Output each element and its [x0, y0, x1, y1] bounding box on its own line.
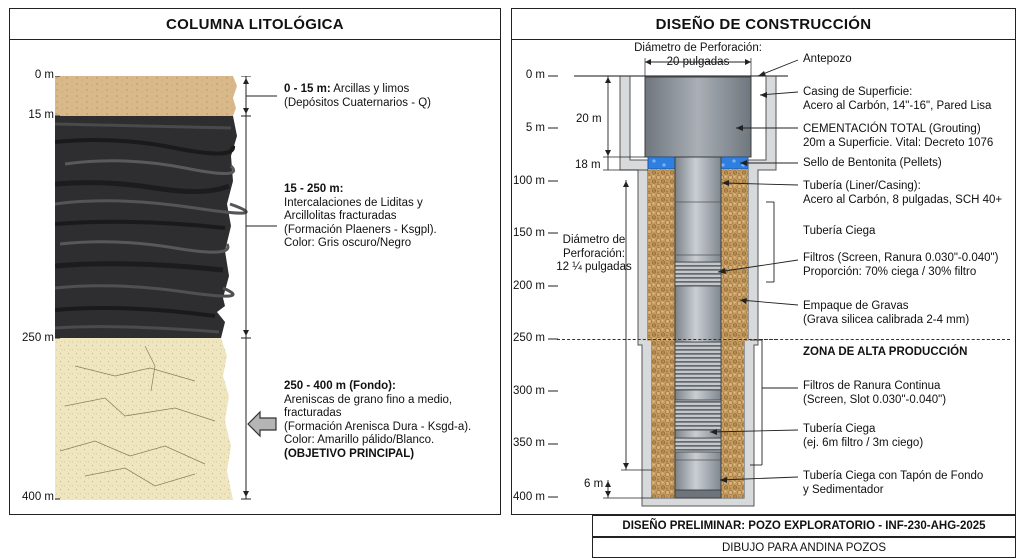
depth-label-0: 0 m [34, 69, 54, 81]
callout-line: Tubería (Liner/Casing): [803, 180, 921, 192]
layer-clay-line: (Depósitos Cuaternarios - Q) [284, 96, 431, 109]
callout-line: Filtros de Ranura Continua [803, 380, 941, 392]
callout-leaders [709, 59, 799, 483]
layer-shale-text: 15 - 250 m: Intercalaciones de Liditas y… [284, 183, 437, 251]
cdepth-150: 150 m [513, 227, 545, 239]
layer-shale-line: Color: Gris oscuro/Negro [284, 237, 412, 249]
screen-section-1 [674, 261, 722, 287]
callout-line: CEMENTACIÓN TOTAL (Grouting) [803, 123, 981, 135]
callout-line: Acero al Carbón, 14"-16", Pared Lisa [803, 99, 992, 112]
screen-section-4 [674, 437, 722, 453]
depth-label-400: 400 m [22, 491, 54, 503]
cdepth-5: 5 m [525, 122, 545, 134]
layer-clay-range: 0 - 15 m: [284, 83, 331, 95]
cdepth-300: 300 m [513, 385, 545, 397]
callout-line: Proporción: 70% ciega / 30% filtro [803, 265, 977, 278]
top-diameter-label: Diámetro de Perforación: 20 pulgadas [628, 42, 768, 69]
callout-line: (Grava silicea calibrada 2-4 mm) [803, 313, 970, 326]
callout-blank-pipe-2: Tubería Ciega (ej. 6m filtro / 3m ciego) [803, 423, 923, 450]
shale-layer [55, 116, 248, 338]
dim-6m: 6 m [584, 478, 604, 490]
callout-screens: Filtros (Screen, Ranura 0.030"-0.040") P… [803, 252, 998, 279]
well-schematic [548, 58, 788, 507]
footer-subtitle: DIBUJO PARA ANDINA POZOS [592, 537, 1016, 558]
production-zone-line [557, 339, 777, 340]
callout-line: Tubería Ciega [803, 225, 876, 237]
sandstone-layer [55, 338, 233, 500]
cdepth-250: 250 m [513, 332, 545, 344]
bore-diameter-line: Diámetro de [562, 234, 626, 246]
screen-section-3 [674, 399, 722, 431]
callout-blank-pipe: Tubería Ciega [803, 225, 875, 239]
cdepth-0: 0 m [525, 69, 545, 81]
layer-clay-text: 0 - 15 m: Arcillas y limos (Depósitos Cu… [284, 83, 431, 110]
callout-line: Tubería Ciega [803, 423, 876, 435]
production-zone-line-right [760, 339, 1010, 340]
layer-shale-range: 15 - 250 m: [284, 183, 344, 195]
bore-diameter-line: 12 ¼ pulgadas [556, 261, 632, 273]
bottom-plug [674, 489, 722, 499]
layer-sandstone-line: Areniscas de grano fino a medio, [284, 393, 453, 406]
callout-bottom-plug: Tubería Ciega con Tapón de Fondo y Sedim… [803, 470, 983, 497]
cdepth-350: 350 m [513, 437, 545, 449]
callout-line: Empaque de Gravas [803, 300, 909, 312]
callout-line: Casing de Superficie: [803, 86, 913, 98]
clay-layer [55, 76, 237, 116]
top-diameter-line: Diámetro de Perforación: [634, 42, 762, 54]
callout-line: (Screen, Slot 0.030"-0.040") [803, 393, 947, 406]
depth-label-250: 250 m [22, 332, 54, 344]
surface-casing [644, 76, 752, 158]
callout-line: Antepozo [803, 53, 852, 65]
callout-production-zone: ZONA DE ALTA PRODUCCIÓN [803, 346, 967, 360]
lithology-column [55, 76, 277, 500]
callout-gravel-pack: Empaque de Gravas (Grava silicea calibra… [803, 300, 969, 327]
callout-line: Tubería Ciega con Tapón de Fondo [803, 470, 984, 482]
callout-line: (ej. 6m filtro / 3m ciego) [803, 436, 924, 449]
callout-antepozo: Antepozo [803, 53, 852, 67]
layer-sandstone-range: 250 - 400 m (Fondo): [284, 380, 396, 392]
callout-line: Acero al Carbón, 8 pulgadas, SCH 40+ [803, 193, 1003, 206]
bore-diameter-label: Diámetro de Perforación: 12 ¼ pulgadas [554, 234, 634, 275]
layer-sandstone-line: (Formación Arenisca Dura - Ksgd-a). [284, 420, 472, 433]
footer-title: DISEÑO PRELIMINAR: POZO EXPLORATORIO - I… [592, 515, 1016, 537]
cdepth-400: 400 m [513, 491, 545, 503]
screen-section-2 [674, 341, 722, 391]
layer-sandstone-text: 250 - 400 m (Fondo): Areniscas de grano … [284, 380, 471, 461]
layer-shale-line: (Formación Plaeners - Ksgpl). [284, 223, 437, 236]
cdepth-200: 200 m [513, 280, 545, 292]
callout-liner: Tubería (Liner/Casing): Acero al Carbón,… [803, 180, 1002, 207]
callout-line: y Sedimentador [803, 483, 884, 496]
bore-diameter-line: Perforación: [562, 247, 625, 260]
callout-cementation: CEMENTACIÓN TOTAL (Grouting) 20m a Super… [803, 123, 993, 150]
layer-sandstone-line: fracturadas [284, 407, 342, 419]
callout-line: ZONA DE ALTA PRODUCCIÓN [803, 346, 968, 358]
callout-line: Filtros (Screen, Ranura 0.030"-0.040") [803, 252, 999, 264]
layer-sandstone-objective: (OBJETIVO PRINCIPAL) [284, 447, 415, 460]
layer-sandstone-line: Color: Amarillo pálido/Blanco. [284, 434, 435, 446]
callout-line: 20m a Superficie. Vital: Decreto 1076 [803, 136, 994, 149]
callout-bentonite: Sello de Bentonita (Pellets) [803, 157, 942, 171]
layer-shale-line: Arcillolitas fracturadas [284, 210, 397, 222]
cdepth-100: 100 m [513, 175, 545, 187]
callout-surface-casing: Casing de Superficie: Acero al Carbón, 1… [803, 86, 991, 113]
lithology-title: COLUMNA LITOLÓGICA [10, 9, 500, 40]
callout-line: Sello de Bentonita (Pellets) [803, 157, 942, 169]
layer-shale-line: Intercalaciones de Liditas y [284, 196, 423, 209]
construction-title: DISEÑO DE CONSTRUCCIÓN [512, 9, 1015, 40]
depth-label-15: 15 m [28, 109, 54, 121]
layer-clay-desc: Arcillas y limos [333, 83, 410, 95]
objective-arrow-icon [247, 410, 277, 438]
dim-18m: 18 m [575, 159, 601, 171]
dim-20m: 20 m [576, 113, 602, 125]
callout-continuous-screen: Filtros de Ranura Continua (Screen, Slot… [803, 380, 946, 407]
top-diameter-line: 20 pulgadas [666, 55, 730, 68]
